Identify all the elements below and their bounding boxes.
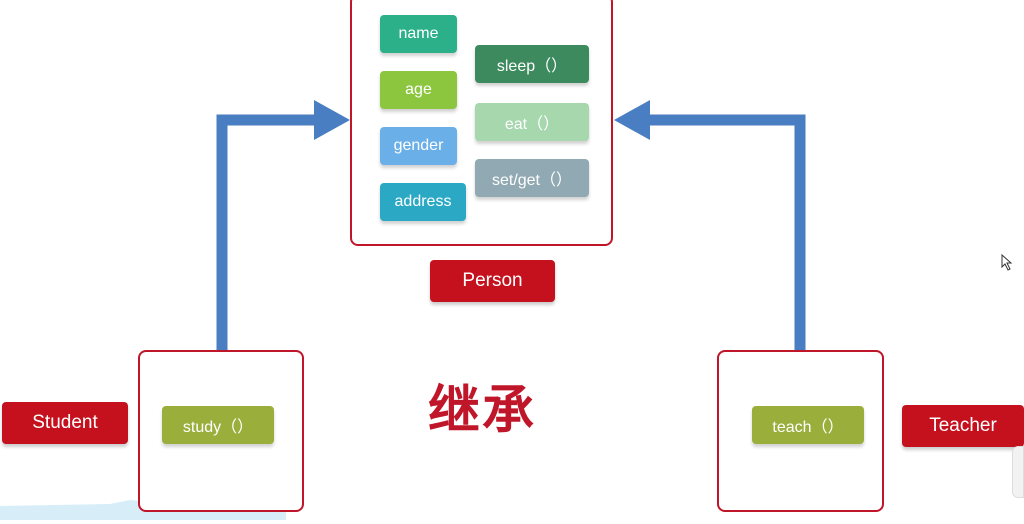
student-inherit-arrow xyxy=(216,114,316,352)
teacher-inherit-arrow xyxy=(648,114,806,352)
student-arrowhead xyxy=(314,100,350,140)
mouse-cursor-icon xyxy=(1001,253,1013,271)
method-set-get: set/get（） xyxy=(475,159,589,197)
teacher-arrowhead xyxy=(614,100,650,140)
method-sleep: sleep（） xyxy=(475,45,589,83)
inheritance-title: 继承 xyxy=(428,381,537,441)
teacher-label: Teacher xyxy=(902,405,1024,447)
side-scroll-tab[interactable] xyxy=(1012,446,1024,498)
method-study: study（） xyxy=(162,406,274,444)
method-teach: teach（） xyxy=(752,406,864,444)
method-eat: eat（） xyxy=(475,103,589,141)
field-age: age xyxy=(380,71,457,109)
student-label: Student xyxy=(2,402,128,444)
field-name: name xyxy=(380,15,457,53)
field-gender: gender xyxy=(380,127,457,165)
person-label: Person xyxy=(430,260,555,302)
field-address: address xyxy=(380,183,466,221)
